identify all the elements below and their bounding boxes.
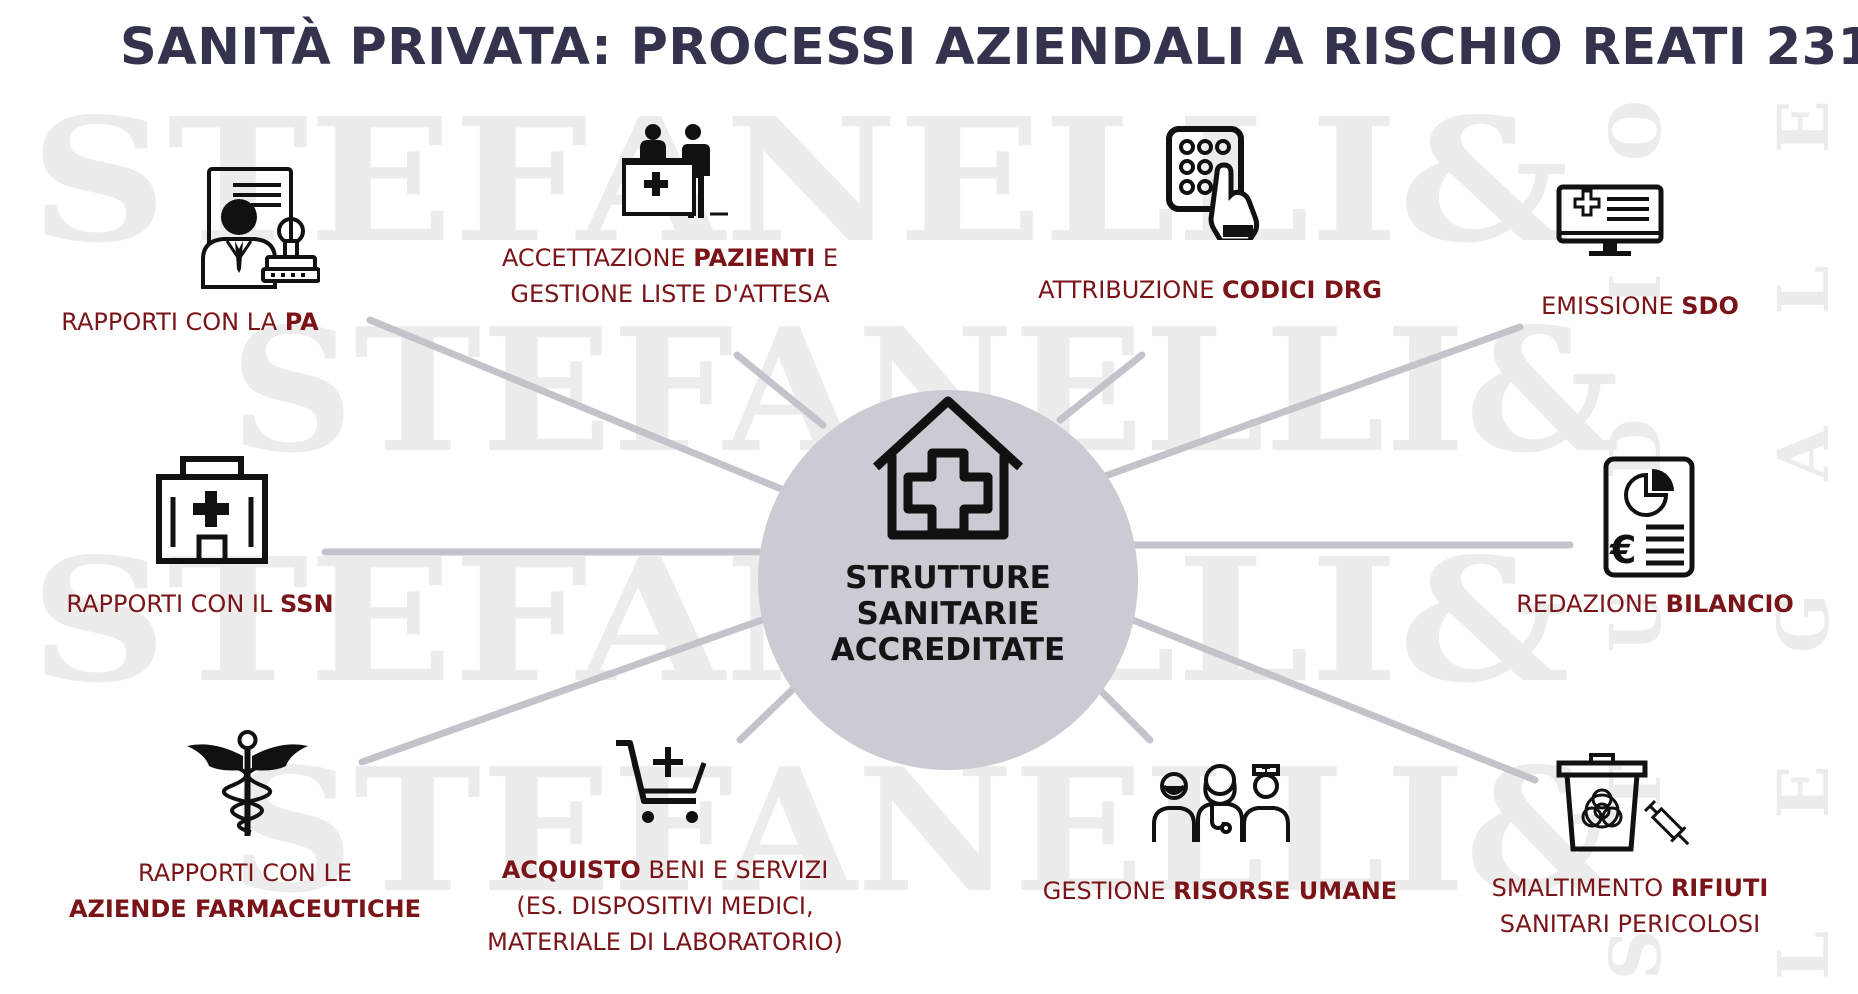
label-text: (ES. DISPOSITIVI MEDICI, [516,892,814,920]
medical-monitor-icon [1556,184,1664,256]
label-line: ACCETTAZIONE PAZIENTI E [470,240,870,276]
label-keyword: CODICI DRG [1222,276,1382,304]
label-text: RAPPORTI CON IL [66,590,280,618]
label-keyword: PA [284,308,319,336]
label-text: RAPPORTI CON LA [61,308,285,336]
shopping-cart-icon [616,740,707,823]
label-text: SANITARI PERICOLOSI [1499,910,1761,938]
label-keyword: SDO [1681,292,1739,320]
label-keyword: ACQUISTO [501,856,641,884]
official-stamp-icon [201,167,320,289]
label-text: RAPPORTI CON LE [137,859,353,887]
label-text: ACCETTAZIONE [501,244,694,272]
label-farma: RAPPORTI CON LE AZIENDE FARMACEUTICHE [40,855,450,927]
label-line: EMISSIONE SDO [1500,288,1780,324]
connector-rifiuti [1091,601,1539,784]
label-keyword: PAZIENTI [693,244,816,272]
label-text: GESTIONE LISTE D'ATTESA [510,280,830,308]
connector-drg [1056,351,1146,424]
label-line: ATTRIBUZIONE CODICI DRG [1030,272,1390,308]
hospital-house-icon [872,396,1024,540]
label-text: BENI E SERVIZI [640,856,829,884]
label-ssn: RAPPORTI CON IL SSN [40,586,360,622]
label-keyword: AZIENDE FARMACEUTICHE [68,895,422,923]
reception-desk-icon [622,124,728,218]
label-text: MATERIALE DI LABORATORIO) [487,928,843,956]
label-text: SMALTIMENTO [1491,874,1671,902]
label-keyword: BILANCIO [1665,590,1794,618]
biohazard-bin-icon [1556,753,1690,852]
label-rifiuti: SMALTIMENTO RIFIUTI SANITARI PERICOLOSI [1450,870,1810,942]
label-text: GESTIONE [1042,877,1174,905]
label-pa: RAPPORTI CON LA PA [40,304,340,340]
label-line: RAPPORTI CON LA PA [40,304,340,340]
page-title: SANITÀ PRIVATA: PROCESSI AZIENDALI A RIS… [120,18,1858,77]
label-acquisto: ACQUISTO BENI E SERVIZI (ES. DISPOSITIVI … [460,852,870,960]
label-text: REDAZIONE [1516,590,1666,618]
center-label: STRUTTURE SANITARIE ACCREDITATE [758,560,1138,668]
connector-farma [358,596,822,766]
label-pazienti: ACCETTAZIONE PAZIENTI E GESTIONE LISTE D'… [470,240,870,312]
label-sdo: EMISSIONE SDO [1500,288,1780,324]
center-label-line-2: SANITARIE [856,596,1040,632]
connector-sdo [1076,323,1524,489]
label-line: GESTIONE LISTE D'ATTESA [470,276,870,312]
label-line: AZIENDE FARMACEUTICHE [40,891,450,927]
connector-pa [366,316,812,504]
hospital-building-icon [156,456,268,564]
label-text: E [815,244,839,272]
label-line: RAPPORTI CON IL SSN [40,586,360,622]
label-line: ACQUISTO BENI E SERVIZI [460,852,870,888]
label-keyword: SSN [279,590,334,618]
connector-pazienti [733,351,827,429]
label-keyword: RISORSE UMANE [1173,877,1398,905]
label-text: EMISSIONE [1541,292,1682,320]
label-line: RAPPORTI CON LE [40,855,450,891]
label-drg: ATTRIBUZIONE CODICI DRG [1030,272,1390,308]
label-line: GESTIONE RISORSE UMANE [1030,873,1410,909]
center-label-line-1: STRUTTURE [845,560,1051,596]
label-risorse: GESTIONE RISORSE UMANE [1030,873,1410,909]
label-bilancio: REDAZIONE BILANCIO [1505,586,1805,622]
label-text: ATTRIBUZIONE [1038,276,1223,304]
caduceus-icon [187,730,308,836]
svg-text:€: € [1609,528,1636,572]
medical-staff-icon [1152,764,1290,842]
label-line: REDAZIONE BILANCIO [1505,586,1805,622]
keypad-hand-icon [1166,126,1260,240]
label-line: SANITARI PERICOLOSI [1450,906,1810,942]
label-line: (ES. DISPOSITIVI MEDICI, [460,888,870,924]
label-keyword: RIFIUTI [1670,874,1769,902]
label-line: MATERIALE DI LABORATORIO) [460,924,870,960]
financial-report-icon: € [1603,456,1695,578]
label-line: SMALTIMENTO RIFIUTI [1450,870,1810,906]
center-label-line-3: ACCREDITATE [830,632,1066,668]
